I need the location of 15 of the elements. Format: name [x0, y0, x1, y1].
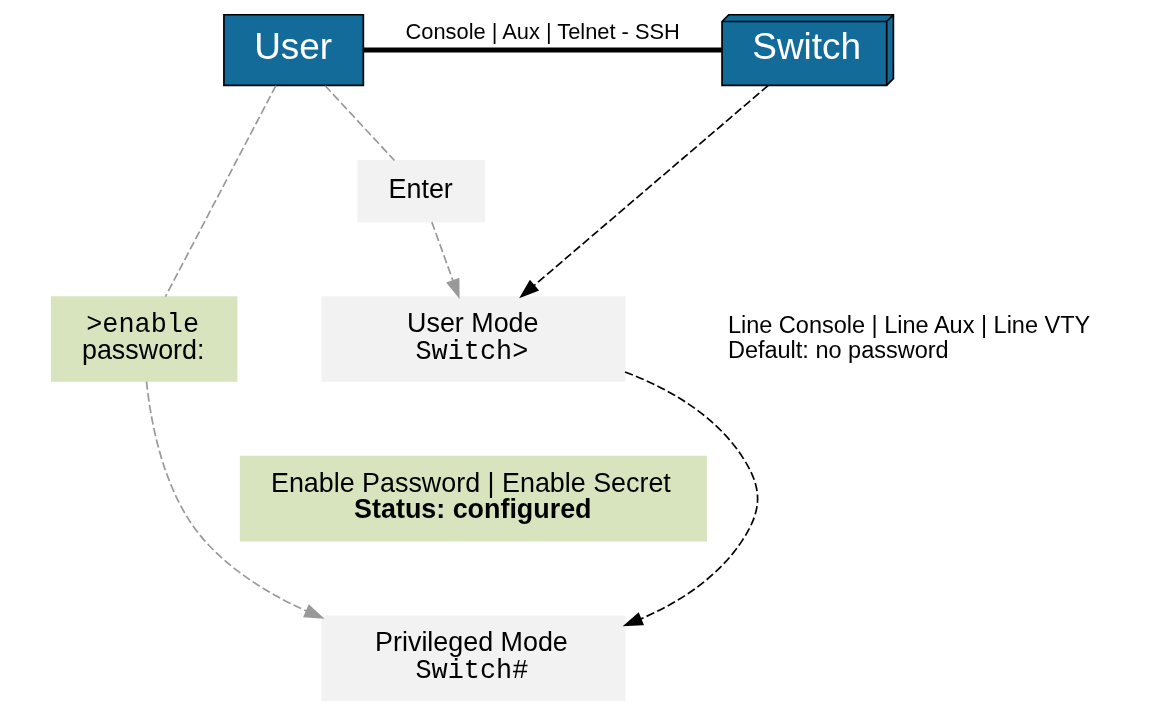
node-box: >enable password:: [50, 296, 238, 382]
node-box: Privileged Mode Switch#: [321, 615, 626, 702]
arrow: [519, 84, 769, 299]
connector: [164, 84, 277, 298]
arrow: [145, 380, 325, 619]
label: Line Console | Line Aux | Line VTY: [727, 311, 1091, 338]
node-box: Enter: [357, 160, 486, 223]
connector: [324, 84, 396, 162]
node-box: Enable Password | Enable Secret Status: configured: [239, 455, 707, 542]
node-box: User Mode Switch>: [321, 296, 626, 382]
edge-label: Console | Aux | Telnet - SSH: [405, 18, 680, 44]
node-box: User: [223, 13, 365, 87]
arrow: [431, 221, 460, 300]
connector: [363, 47, 722, 53]
arrow: [622, 371, 759, 627]
